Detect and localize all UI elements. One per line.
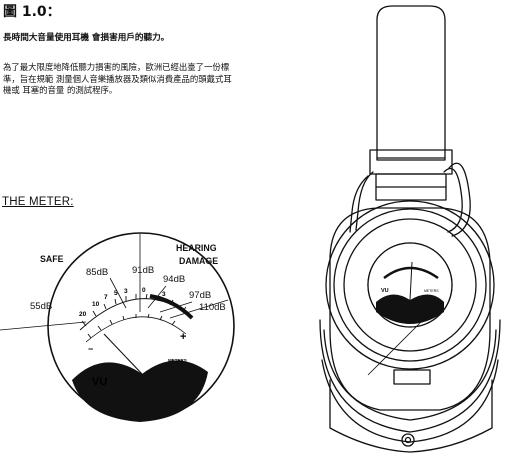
minus-mark: − (88, 344, 93, 354)
db-label-55: 55dB (30, 301, 53, 312)
scale-mark: 3 (124, 288, 128, 295)
body-line: 機或 耳塞的音量 的測試程序。 (3, 85, 118, 95)
svg-text:METERS: METERS (424, 289, 439, 293)
meters-label: METERS (168, 358, 187, 363)
leader-97db (159, 301, 193, 313)
db-label-110: 110dB (199, 302, 226, 313)
mini-vu-meter: VU METERS (367, 242, 453, 328)
safe-label: SAFE (40, 254, 64, 264)
scale-mark: 5 (114, 290, 118, 297)
callout-line (367, 306, 437, 376)
body-line: 為了最大限度地降低聽力損害的風險，歐洲已經出臺了一份標 (3, 62, 230, 72)
hearing-damage-label-line2: DAMAGE (179, 256, 219, 266)
meter-heading: THE METER: (2, 196, 74, 208)
figure-label: 圖 1.0： (3, 4, 61, 20)
scale-mark: 7 (104, 294, 108, 301)
meter-dark-base (72, 360, 208, 422)
leader-55db (0, 321, 87, 331)
body-line: 準，旨在規範 測量個人音樂播放器及類似消費產品的頭戴式耳 (3, 73, 232, 84)
scale-mark: 0 (142, 287, 146, 294)
plus-mark: + (180, 331, 186, 343)
leader-94db (147, 285, 167, 309)
jack-plug (401, 433, 415, 447)
vu-label: VU (92, 376, 107, 388)
slider-block (369, 149, 453, 175)
scale-mark: 3 (162, 291, 166, 298)
db-label-91: 91dB (132, 265, 155, 276)
svg-text:VU: VU (381, 288, 389, 294)
body-paragraph: 為了最大限度地降低聽力損害的風險，歐洲已經出臺了一份標 準，旨在規範 測量個人音… (3, 62, 348, 97)
leader-110db (169, 299, 229, 319)
scale-mark: 20 (79, 311, 87, 318)
vu-meter-large: 20 10 7 5 3 0 3 − + VU METERS (47, 232, 235, 422)
hearing-damage-label-line1: HEARING (176, 243, 217, 253)
meter-needle (103, 333, 143, 375)
headband-pad (376, 5, 446, 161)
scale-mark: 10 (92, 301, 100, 308)
yoke-arm (448, 162, 471, 237)
leader-85db (109, 277, 127, 309)
db-label-97: 97dB (189, 290, 212, 301)
db-label-94: 94dB (163, 274, 186, 285)
warning-text: 長時間大音量使用耳機 會損害用戶的聽力。 (3, 33, 170, 43)
ear-cup-ring-outer (325, 200, 495, 370)
db-label-85: 85dB (86, 267, 109, 278)
